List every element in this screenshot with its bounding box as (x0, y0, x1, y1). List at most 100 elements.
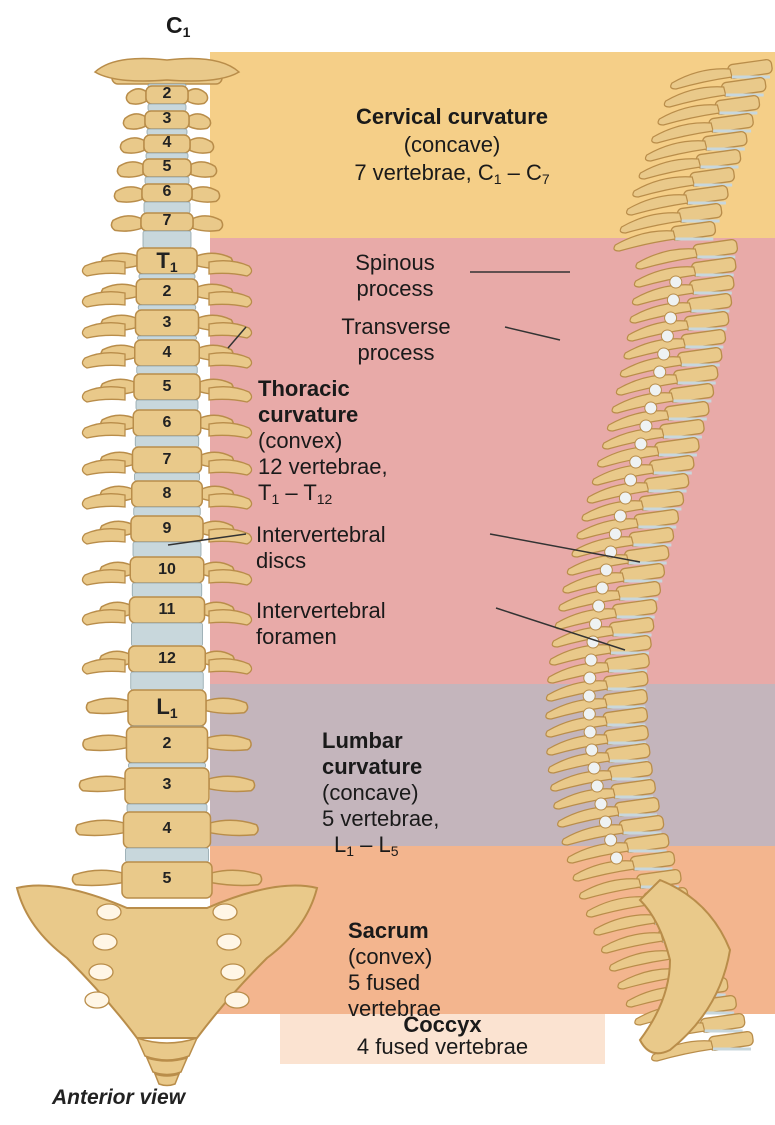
transverse-process-left (126, 89, 146, 104)
sacral-foramen (213, 904, 237, 920)
lateral-spinous-process (616, 375, 677, 395)
lumbar-vertebra-number: 5 (147, 870, 187, 888)
transverse-process-left (120, 138, 144, 153)
intervertebral-disc (134, 507, 201, 516)
spinous-process-label: Spinousprocess (320, 250, 470, 302)
lateral-spinous-process (614, 231, 675, 251)
intervertebral-disc (137, 366, 198, 374)
lateral-spinous-process (636, 249, 697, 269)
intervertebral-disc (133, 542, 201, 557)
rib-stub-right (209, 659, 252, 674)
lateral-facet (583, 708, 595, 720)
lateral-spinous-process (594, 915, 655, 935)
lateral-facet (667, 294, 679, 306)
lateral-spinous-process (559, 591, 620, 611)
rib-stub-left (82, 423, 125, 438)
rib-stub-left (82, 570, 125, 585)
transverse-process-right (208, 735, 252, 750)
intervertebral-disc (132, 623, 203, 646)
lateral-facet (596, 582, 608, 594)
thoracic-vertebra-number: 12 (147, 650, 187, 668)
lateral-facet (586, 744, 598, 756)
callout-leader-line (505, 327, 560, 340)
lateral-spinous-process (550, 645, 611, 665)
rib-stub-right (209, 460, 252, 475)
transverse-process-left (83, 735, 127, 750)
c1-top-label: C1 (166, 12, 190, 38)
lateral-spinous-process (634, 267, 695, 287)
transverse-process-left (111, 216, 141, 231)
transverse-process-left (117, 162, 143, 177)
lateral-facet (599, 816, 611, 828)
cervical-vertebra-number: 7 (147, 212, 187, 230)
sacral-foramen (97, 904, 121, 920)
lateral-spinous-process (546, 699, 607, 719)
lateral-spinous-process (548, 753, 609, 773)
lateral-facet (595, 798, 607, 810)
transverse-process-right (191, 162, 217, 177)
intervertebral-disc (136, 400, 198, 410)
rib-stub-left (82, 292, 125, 307)
lateral-facet (584, 726, 596, 738)
lateral-facet (649, 384, 661, 396)
thoracic-vertebra-number: 9 (147, 520, 187, 538)
lateral-spinous-process (624, 339, 685, 359)
rib-stub-right (209, 292, 252, 307)
lateral-spinous-process (573, 861, 634, 881)
thoracic-vertebra-number: 7 (147, 451, 187, 469)
lateral-facet (640, 420, 652, 432)
lateral-spinous-process (620, 357, 681, 377)
lateral-spinous-process (546, 681, 607, 701)
rib-stub-right (209, 323, 252, 338)
intervertebral-disc (132, 583, 202, 597)
rib-stub-left (82, 387, 125, 402)
transverse-process-right (189, 114, 211, 129)
lateral-spinous-process (580, 879, 641, 899)
lateral-spine-view (546, 59, 773, 1061)
intervertebral-disc (135, 436, 199, 447)
lateral-facet (630, 456, 642, 468)
lateral-facet (614, 510, 626, 522)
lateral-facet (593, 600, 605, 612)
lateral-facet (619, 492, 631, 504)
cervical-title: Cervical curvature (262, 104, 642, 130)
transverse-process-left (86, 698, 128, 713)
lateral-spinous-process (546, 717, 607, 737)
lateral-facet (588, 762, 600, 774)
lateral-spinous-process (547, 735, 608, 755)
lateral-facet (665, 312, 677, 324)
intervertebral-disc (126, 848, 209, 862)
lumbar-vertebra-number: 3 (147, 776, 187, 794)
cervical-vertebra-number: 2 (147, 85, 187, 103)
lateral-facet (585, 654, 597, 666)
sacral-foramen (85, 992, 109, 1008)
transverse-process-left (114, 187, 142, 202)
thoracic-vertebra-number: T1 (147, 248, 187, 274)
anterior-view-caption: Anterior view (52, 1086, 185, 1110)
sacral-foramen (221, 964, 245, 980)
lumbar-description: Lumbar curvature (concave) 5 vertebrae, … (322, 728, 439, 858)
rib-stub-right (209, 261, 252, 276)
lateral-facet (635, 438, 647, 450)
rib-stub-left (82, 460, 125, 475)
thoracic-vertebra-number: 5 (147, 378, 187, 396)
rib-stub-left (82, 494, 125, 509)
rib-stub-right (209, 494, 252, 509)
transverse-process-right (188, 89, 208, 104)
rib-stub-right (209, 387, 252, 402)
transverse-process-right (211, 820, 259, 835)
intervertebral-disc (131, 672, 204, 690)
rib-stub-right (209, 610, 252, 625)
rib-stub-left (82, 610, 125, 625)
rib-stub-right (209, 423, 252, 438)
lateral-spinous-process (548, 663, 609, 683)
lateral-facet (600, 564, 612, 576)
lumbar-vertebra-number: 4 (147, 820, 187, 838)
lateral-spinous-process (555, 609, 616, 629)
thoracic-vertebra-number: 8 (147, 485, 187, 503)
transverse-process-right (209, 776, 255, 791)
lateral-facet (590, 618, 602, 630)
coccyx-description: Coccyx 4 fused vertebrae (280, 1014, 605, 1058)
